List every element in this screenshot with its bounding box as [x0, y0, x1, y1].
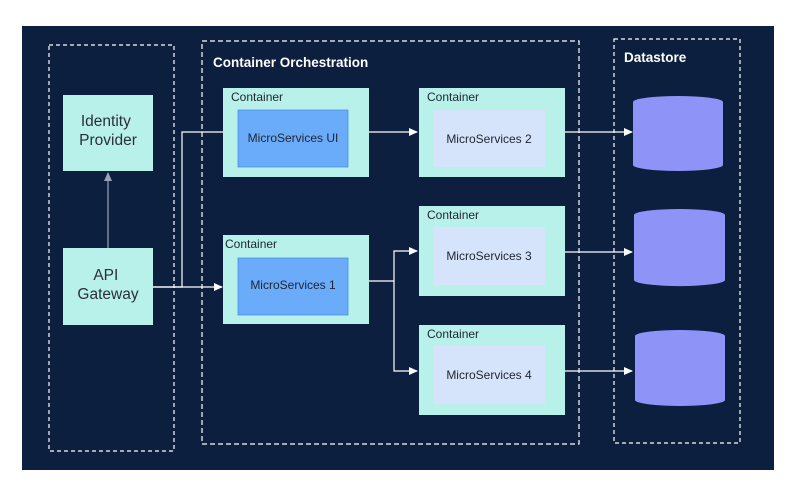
microservices-ui-label: MicroServices UI	[248, 131, 339, 145]
microservices-2-label: MicroServices 2	[446, 132, 532, 146]
microservices-1-box	[237, 257, 349, 316]
identity-provider-label: Identity Provider	[79, 113, 137, 149]
database-2-icon	[634, 209, 726, 287]
container-ui-title: Container	[231, 90, 283, 104]
microservices-2-box	[433, 110, 545, 167]
api-gateway-box	[63, 248, 153, 325]
ms1-to-ms4-arrow	[393, 281, 418, 375]
container-ms4-title: Container	[427, 327, 479, 341]
api-gateway-line-1: API	[93, 267, 118, 284]
identity-provider-line-1: Identity	[81, 113, 131, 130]
microservices-4-label: MicroServices 4	[446, 368, 532, 382]
api-gateway-label: API Gateway	[77, 267, 138, 303]
microservices-4-box	[433, 346, 545, 404]
container-ms3-title: Container	[427, 208, 479, 222]
datastore-title: Datastore	[624, 50, 687, 65]
identity-provider-box	[63, 95, 153, 171]
microservices-1-label: MicroServices 1	[250, 278, 336, 292]
orchestration-group-boundary	[201, 40, 580, 445]
database-3-icon	[635, 330, 725, 406]
orchestration-title: Container Orchestration	[213, 55, 368, 70]
container-ms1-title: Container	[225, 237, 277, 251]
container-ms2-title: Container	[427, 90, 479, 104]
ms1-to-ms3-arrow	[369, 247, 418, 282]
database-1-icon	[633, 96, 723, 171]
identity-provider-line-2: Provider	[79, 132, 137, 149]
api-gateway-line-2: Gateway	[77, 286, 138, 303]
microservices-3-label: MicroServices 3	[446, 249, 532, 263]
datastore-group-boundary	[613, 38, 741, 444]
microservices-ui-box	[237, 109, 349, 168]
microservices-3-box	[433, 227, 545, 285]
